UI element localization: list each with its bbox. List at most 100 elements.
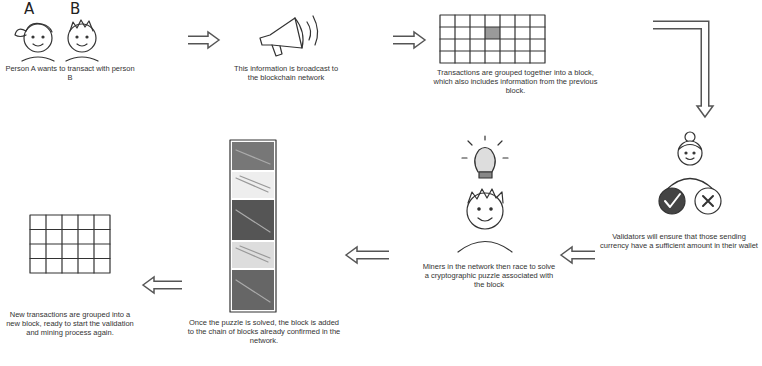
arrow-shaft-outline <box>357 251 389 260</box>
arrow-shaft-fill <box>153 282 183 288</box>
person-b-sketch-part <box>77 44 87 46</box>
validator-sketch-part <box>659 188 685 214</box>
miner-sketch-part <box>458 242 512 253</box>
person-b-sketch-part <box>86 36 88 38</box>
step-caption: Person A wants to transact with person B <box>5 64 135 82</box>
arrow-head <box>143 277 154 293</box>
person-a-sketch <box>15 23 54 61</box>
miner-sketch-part <box>478 218 492 221</box>
step-caption: This information is broadcast to the blo… <box>232 64 340 82</box>
block-chain-stack-part <box>236 176 270 262</box>
megaphone-sketch-part <box>307 22 311 40</box>
validator-sketch-part <box>686 158 694 160</box>
caption-block: Validators will ensure that those sendin… <box>600 232 758 250</box>
miner-sketch-part <box>479 172 492 178</box>
validator-sketch <box>659 132 721 214</box>
miner-sketch-part <box>478 208 480 210</box>
validator-sketch-part <box>685 152 687 154</box>
caption-block: New transactions are grouped into a new … <box>5 310 135 337</box>
step-caption: Once the puzzle is solved, the block is … <box>185 318 343 345</box>
validator-sketch-part <box>679 145 701 150</box>
arrow-head <box>414 32 425 48</box>
arrow-shaft-fill <box>653 25 705 108</box>
caption-block: Miners in the network then race to solve… <box>420 262 558 289</box>
person-a-sketch-part <box>32 36 34 38</box>
person-a-sketch-part <box>26 23 52 32</box>
block-grid-part <box>485 27 500 39</box>
miner-sketch-part <box>468 189 503 203</box>
megaphone-sketch-part <box>272 45 282 56</box>
person-a-sketch-part <box>42 36 44 38</box>
miner-sketch-part <box>475 148 496 173</box>
person-b-sketch-part <box>66 57 98 61</box>
arrow-shaft-outline <box>572 251 595 260</box>
new-block-grid <box>30 215 110 273</box>
sketch-part <box>15 15 721 312</box>
miner-sketch <box>458 136 512 252</box>
block-chain-stack <box>230 140 276 312</box>
arrow-shaft-outline <box>393 36 414 45</box>
person-a-sketch-part <box>24 24 52 52</box>
caption-block: Once the puzzle is solved, the block is … <box>185 318 343 345</box>
person-letter: B <box>70 0 80 18</box>
block-chain-stack-part <box>232 142 274 170</box>
validator-sketch-part <box>695 188 721 214</box>
arrow-shaft-fill <box>393 37 416 43</box>
caption-block: Transactions are grouped together into a… <box>428 68 603 95</box>
megaphone-sketch-part <box>313 16 318 45</box>
person-b-sketch-part <box>76 36 78 38</box>
validator-sketch-part <box>693 152 695 154</box>
miner-sketch-part <box>490 208 492 210</box>
new-block-grid-part <box>30 230 110 259</box>
step-caption: Validators will ensure that those sendin… <box>600 232 758 250</box>
arrow-head <box>697 106 713 117</box>
arrow-head <box>208 32 219 48</box>
block-chain-stack-part <box>230 140 276 312</box>
block-grid-part <box>440 15 545 63</box>
megaphone-sketch-part <box>260 18 302 48</box>
miner-sketch-part <box>467 193 503 229</box>
process-step: New transactions are grouped into a new … <box>5 205 140 365</box>
flow-arrow <box>188 32 219 48</box>
process-step: Miners in the network then race to solve… <box>392 130 558 300</box>
validator-sketch-part <box>665 194 680 207</box>
person-letter: A <box>24 0 34 18</box>
block-chain-stack-part <box>232 200 274 240</box>
megaphone-sketch-part <box>295 18 303 48</box>
caption-block: Person A wants to transact with person B <box>5 64 135 82</box>
process-step: Validators will ensure that those sendin… <box>598 120 760 270</box>
process-step: This information is broadcast to the blo… <box>222 2 390 97</box>
person-b-sketch <box>66 20 98 61</box>
arrow-shaft-fill <box>356 252 390 258</box>
process-step: Once the puzzle is solved, the block is … <box>185 135 343 355</box>
flow-arrow <box>143 277 182 293</box>
arrow-head <box>561 247 572 263</box>
process-step: Transactions are grouped together into a… <box>428 2 650 102</box>
flow-arrow <box>653 25 713 117</box>
block-chain-stack-part <box>236 150 270 302</box>
megaphone-sketch <box>260 16 318 56</box>
block-chain-stack-part <box>232 270 274 310</box>
validator-sketch-part <box>678 141 702 165</box>
block-grid-part <box>440 27 545 51</box>
person-a-sketch-part <box>22 57 54 61</box>
arrow-shaft-outline <box>154 281 182 290</box>
step-caption: Transactions are grouped together into a… <box>428 68 603 95</box>
validator-sketch-part <box>703 196 713 206</box>
block-grid <box>440 15 545 63</box>
miner-sketch-part <box>462 136 508 158</box>
flow-arrow <box>346 247 389 263</box>
caption-block: This information is broadcast to the blo… <box>232 64 340 82</box>
person-a-sketch-part <box>33 44 43 46</box>
arrow-shaft-fill <box>188 37 210 43</box>
new-block-grid-part <box>30 215 110 273</box>
flow-arrow <box>393 32 425 48</box>
step-caption: New transactions are grouped into a new … <box>5 310 135 337</box>
person-a-sketch-part <box>15 29 26 36</box>
person-b-sketch-part <box>70 20 93 31</box>
step-caption: Miners in the network then race to solve… <box>420 262 558 289</box>
flow-arrow <box>561 247 595 263</box>
arrow-shaft-fill <box>571 252 596 258</box>
arrow-head <box>346 247 357 263</box>
